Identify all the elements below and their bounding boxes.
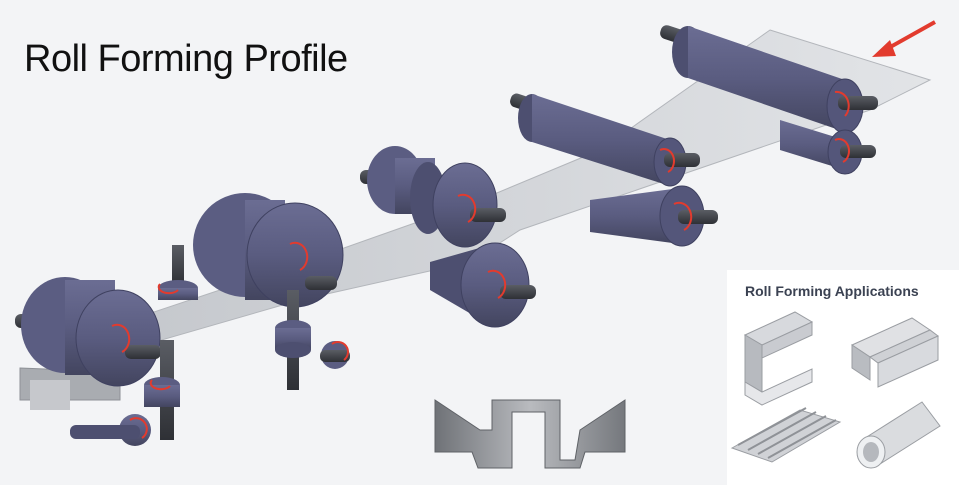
u-channel-icon (850, 317, 939, 388)
side-roller-station-5 (70, 340, 180, 446)
applications-title: Roll Forming Applications (745, 283, 919, 299)
tube-icon (856, 401, 941, 469)
roller-station-1-bottom (780, 120, 876, 175)
roller-station-2-bottom (590, 185, 718, 247)
page-title: Roll Forming Profile (24, 38, 348, 80)
roller-station-1-top (660, 25, 878, 134)
roller-station-5 (15, 277, 161, 387)
side-roller-station-3 (275, 290, 350, 390)
feed-direction-arrow (872, 20, 936, 57)
profile-cross-section (434, 399, 626, 469)
roller-station-3-top (360, 146, 506, 248)
corrugated-sheet-icon (730, 407, 842, 463)
roller-station-2-top (510, 93, 700, 187)
roller-station-4 (193, 193, 344, 308)
roller-station-3-bottom (430, 242, 536, 328)
side-roller-station-4 (157, 245, 198, 300)
c-channel-icon (743, 311, 814, 406)
